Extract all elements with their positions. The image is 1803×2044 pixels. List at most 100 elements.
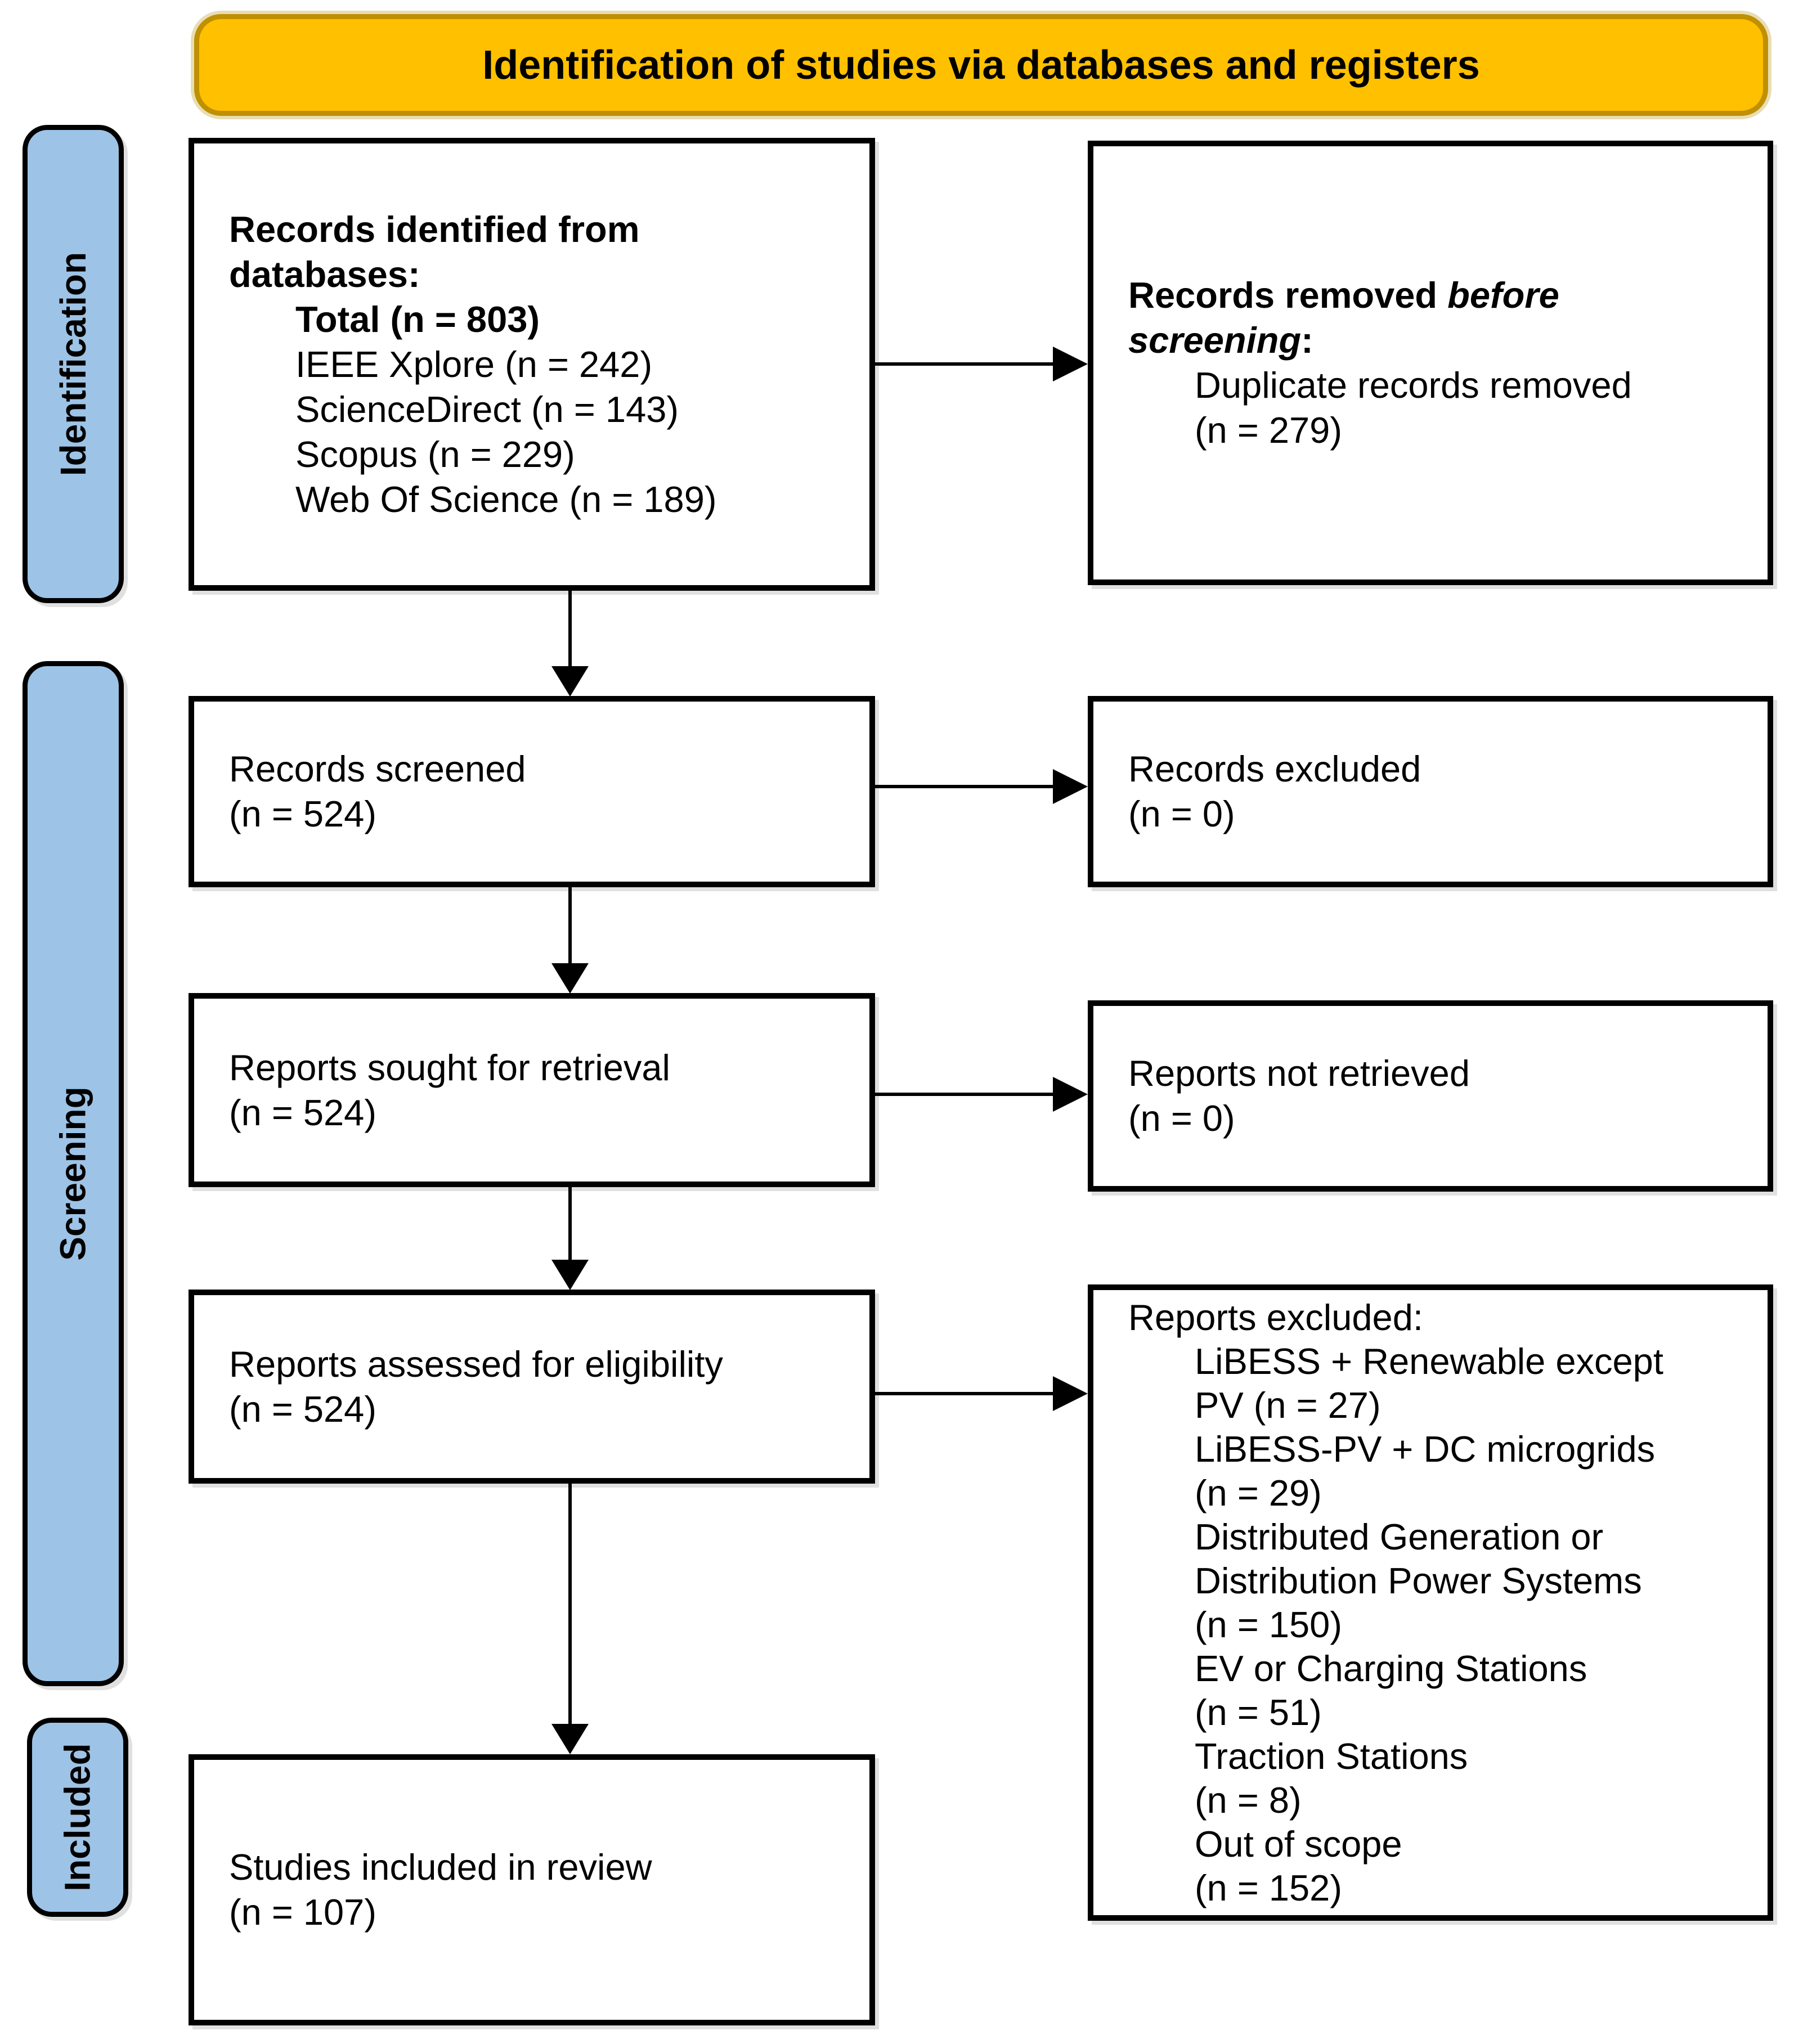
text-segment: ScienceDirect (n = 143) <box>295 388 679 430</box>
arrow-right-identified-to-removed-head <box>1053 347 1088 381</box>
text-line: Records identified from <box>229 207 856 252</box>
arrow-right-assessed-to-excluded-shaft <box>874 1392 1054 1395</box>
text-line: Duplicate records removed <box>1128 363 1754 408</box>
text-segment: Studies included in review <box>229 1847 652 1888</box>
text-line: (n = 152) <box>1128 1866 1754 1910</box>
text-line: Total (n = 803) <box>229 297 856 342</box>
text-segment: (n = 150) <box>1195 1603 1342 1645</box>
text-line: IEEE Xplore (n = 242) <box>229 342 856 387</box>
stage-label-screening-text: Screening <box>53 1086 93 1261</box>
flow-box-reports-excluded: Reports excluded:LiBESS + Renewable exce… <box>1088 1284 1773 1921</box>
arrow-down-sought-to-assessed-shaft <box>568 1187 572 1261</box>
text-line: PV (n = 27) <box>1128 1383 1754 1427</box>
text-line: (n = 0) <box>1128 792 1754 837</box>
text-segment: PV (n = 27) <box>1195 1384 1381 1426</box>
text-line: (n = 524) <box>229 792 856 837</box>
text-segment: (n = 29) <box>1195 1472 1322 1513</box>
stage-label-included-text: Included <box>57 1743 98 1892</box>
arrow-right-identified-to-removed-shaft <box>874 362 1054 366</box>
text-segment: (n = 8) <box>1195 1779 1302 1821</box>
arrow-right-screened-to-excluded-head <box>1053 769 1088 804</box>
text-segment: Reports sought for retrieval <box>229 1046 670 1088</box>
flow-box-records-screened: Records screened(n = 524) <box>189 696 875 887</box>
text-segment: (n = 279) <box>1195 410 1342 451</box>
text-line: Reports sought for retrieval <box>229 1045 856 1090</box>
arrow-down-screened-to-sought-shaft <box>568 887 572 965</box>
text-line: (n = 29) <box>1128 1471 1754 1515</box>
arrow-down-screened-to-sought-head <box>551 963 589 994</box>
arrow-down-sought-to-assessed-head <box>551 1260 589 1290</box>
text-line: (n = 150) <box>1128 1603 1754 1647</box>
text-line: Records excluded <box>1128 747 1754 792</box>
text-line: EV or Charging Stations <box>1128 1647 1754 1691</box>
text-line: (n = 107) <box>229 1890 856 1935</box>
text-segment: Distribution Power Systems <box>1195 1560 1642 1601</box>
flow-box-records-excluded: Records excluded(n = 0) <box>1088 696 1773 887</box>
text-segment: Reports excluded: <box>1128 1296 1423 1338</box>
text-segment: (n = 51) <box>1195 1691 1322 1733</box>
text-segment: Web Of Science (n = 189) <box>295 478 717 520</box>
text-segment: LiBESS-PV + DC microgrids <box>1195 1428 1656 1470</box>
text-segment: (n = 524) <box>229 793 376 834</box>
arrow-down-assessed-to-included-head <box>551 1724 589 1754</box>
text-segment: EV or Charging Stations <box>1195 1647 1587 1689</box>
text-segment: (n = 524) <box>229 1388 376 1430</box>
text-line: LiBESS-PV + DC microgrids <box>1128 1427 1754 1471</box>
text-segment: Out of scope <box>1195 1823 1402 1865</box>
text-line: Distributed Generation or <box>1128 1515 1754 1559</box>
arrow-down-assessed-to-included-shaft <box>568 1484 572 1726</box>
text-segment: (n = 0) <box>1128 1098 1235 1139</box>
text-line: Studies included in review <box>229 1845 856 1890</box>
text-segment: Records identified from <box>229 208 640 250</box>
text-segment: Records excluded <box>1128 748 1421 789</box>
text-line: (n = 524) <box>229 1090 856 1135</box>
text-segment: : <box>1301 320 1313 361</box>
text-line: (n = 0) <box>1128 1096 1754 1141</box>
text-line: (n = 279) <box>1128 408 1754 453</box>
text-line: screening: <box>1128 318 1754 363</box>
flow-box-reports-not-retrieved: Reports not retrieved(n = 0) <box>1088 1000 1773 1192</box>
arrow-right-assessed-to-excluded-head <box>1053 1376 1088 1411</box>
stage-label-included: Included <box>27 1718 128 1917</box>
text-line: Traction Stations <box>1128 1735 1754 1778</box>
text-segment: Traction Stations <box>1195 1735 1468 1777</box>
text-line: ScienceDirect (n = 143) <box>229 387 856 432</box>
banner: Identification of studies via databases … <box>194 14 1768 116</box>
text-segment: databases: <box>229 253 420 295</box>
text-line: Out of scope <box>1128 1822 1754 1866</box>
text-segment: before <box>1447 275 1559 316</box>
text-line: LiBESS + Renewable except <box>1128 1340 1754 1383</box>
text-segment: Scopus (n = 229) <box>295 433 575 475</box>
text-segment: Distributed Generation or <box>1195 1516 1604 1557</box>
text-segment: Records removed <box>1128 275 1448 316</box>
banner-title: Identification of studies via databases … <box>482 42 1480 88</box>
text-line: Records screened <box>229 747 856 792</box>
text-segment: IEEE Xplore (n = 242) <box>295 343 653 385</box>
text-line: Reports not retrieved <box>1128 1051 1754 1096</box>
text-line: (n = 524) <box>229 1387 856 1432</box>
text-segment: screening <box>1128 320 1302 361</box>
text-segment: (n = 107) <box>229 1892 376 1933</box>
arrow-down-identified-to-screened-shaft <box>568 591 572 668</box>
text-segment: Records screened <box>229 748 526 789</box>
text-segment: (n = 152) <box>1195 1867 1342 1908</box>
text-segment: (n = 524) <box>229 1091 376 1133</box>
flow-box-reports-sought-for-retrieval: Reports sought for retrieval(n = 524) <box>189 993 875 1187</box>
text-line: (n = 51) <box>1128 1691 1754 1735</box>
text-line: Reports excluded: <box>1128 1296 1754 1340</box>
text-line: Web Of Science (n = 189) <box>229 477 856 522</box>
text-line: (n = 8) <box>1128 1778 1754 1822</box>
text-line: Scopus (n = 229) <box>229 432 856 477</box>
text-segment: Total (n = 803) <box>295 298 540 340</box>
flow-box-reports-assessed-for-eligibility: Reports assessed for eligibility(n = 524… <box>189 1290 875 1484</box>
text-segment: Duplicate records removed <box>1195 365 1632 406</box>
text-segment: Reports assessed for eligibility <box>229 1343 723 1385</box>
arrow-right-sought-to-not-retrieved-head <box>1053 1077 1088 1112</box>
text-segment: Reports not retrieved <box>1128 1053 1470 1094</box>
stage-label-identification-text: Identification <box>53 251 93 477</box>
arrow-down-identified-to-screened-head <box>551 666 589 697</box>
arrow-right-sought-to-not-retrieved-shaft <box>874 1093 1054 1096</box>
